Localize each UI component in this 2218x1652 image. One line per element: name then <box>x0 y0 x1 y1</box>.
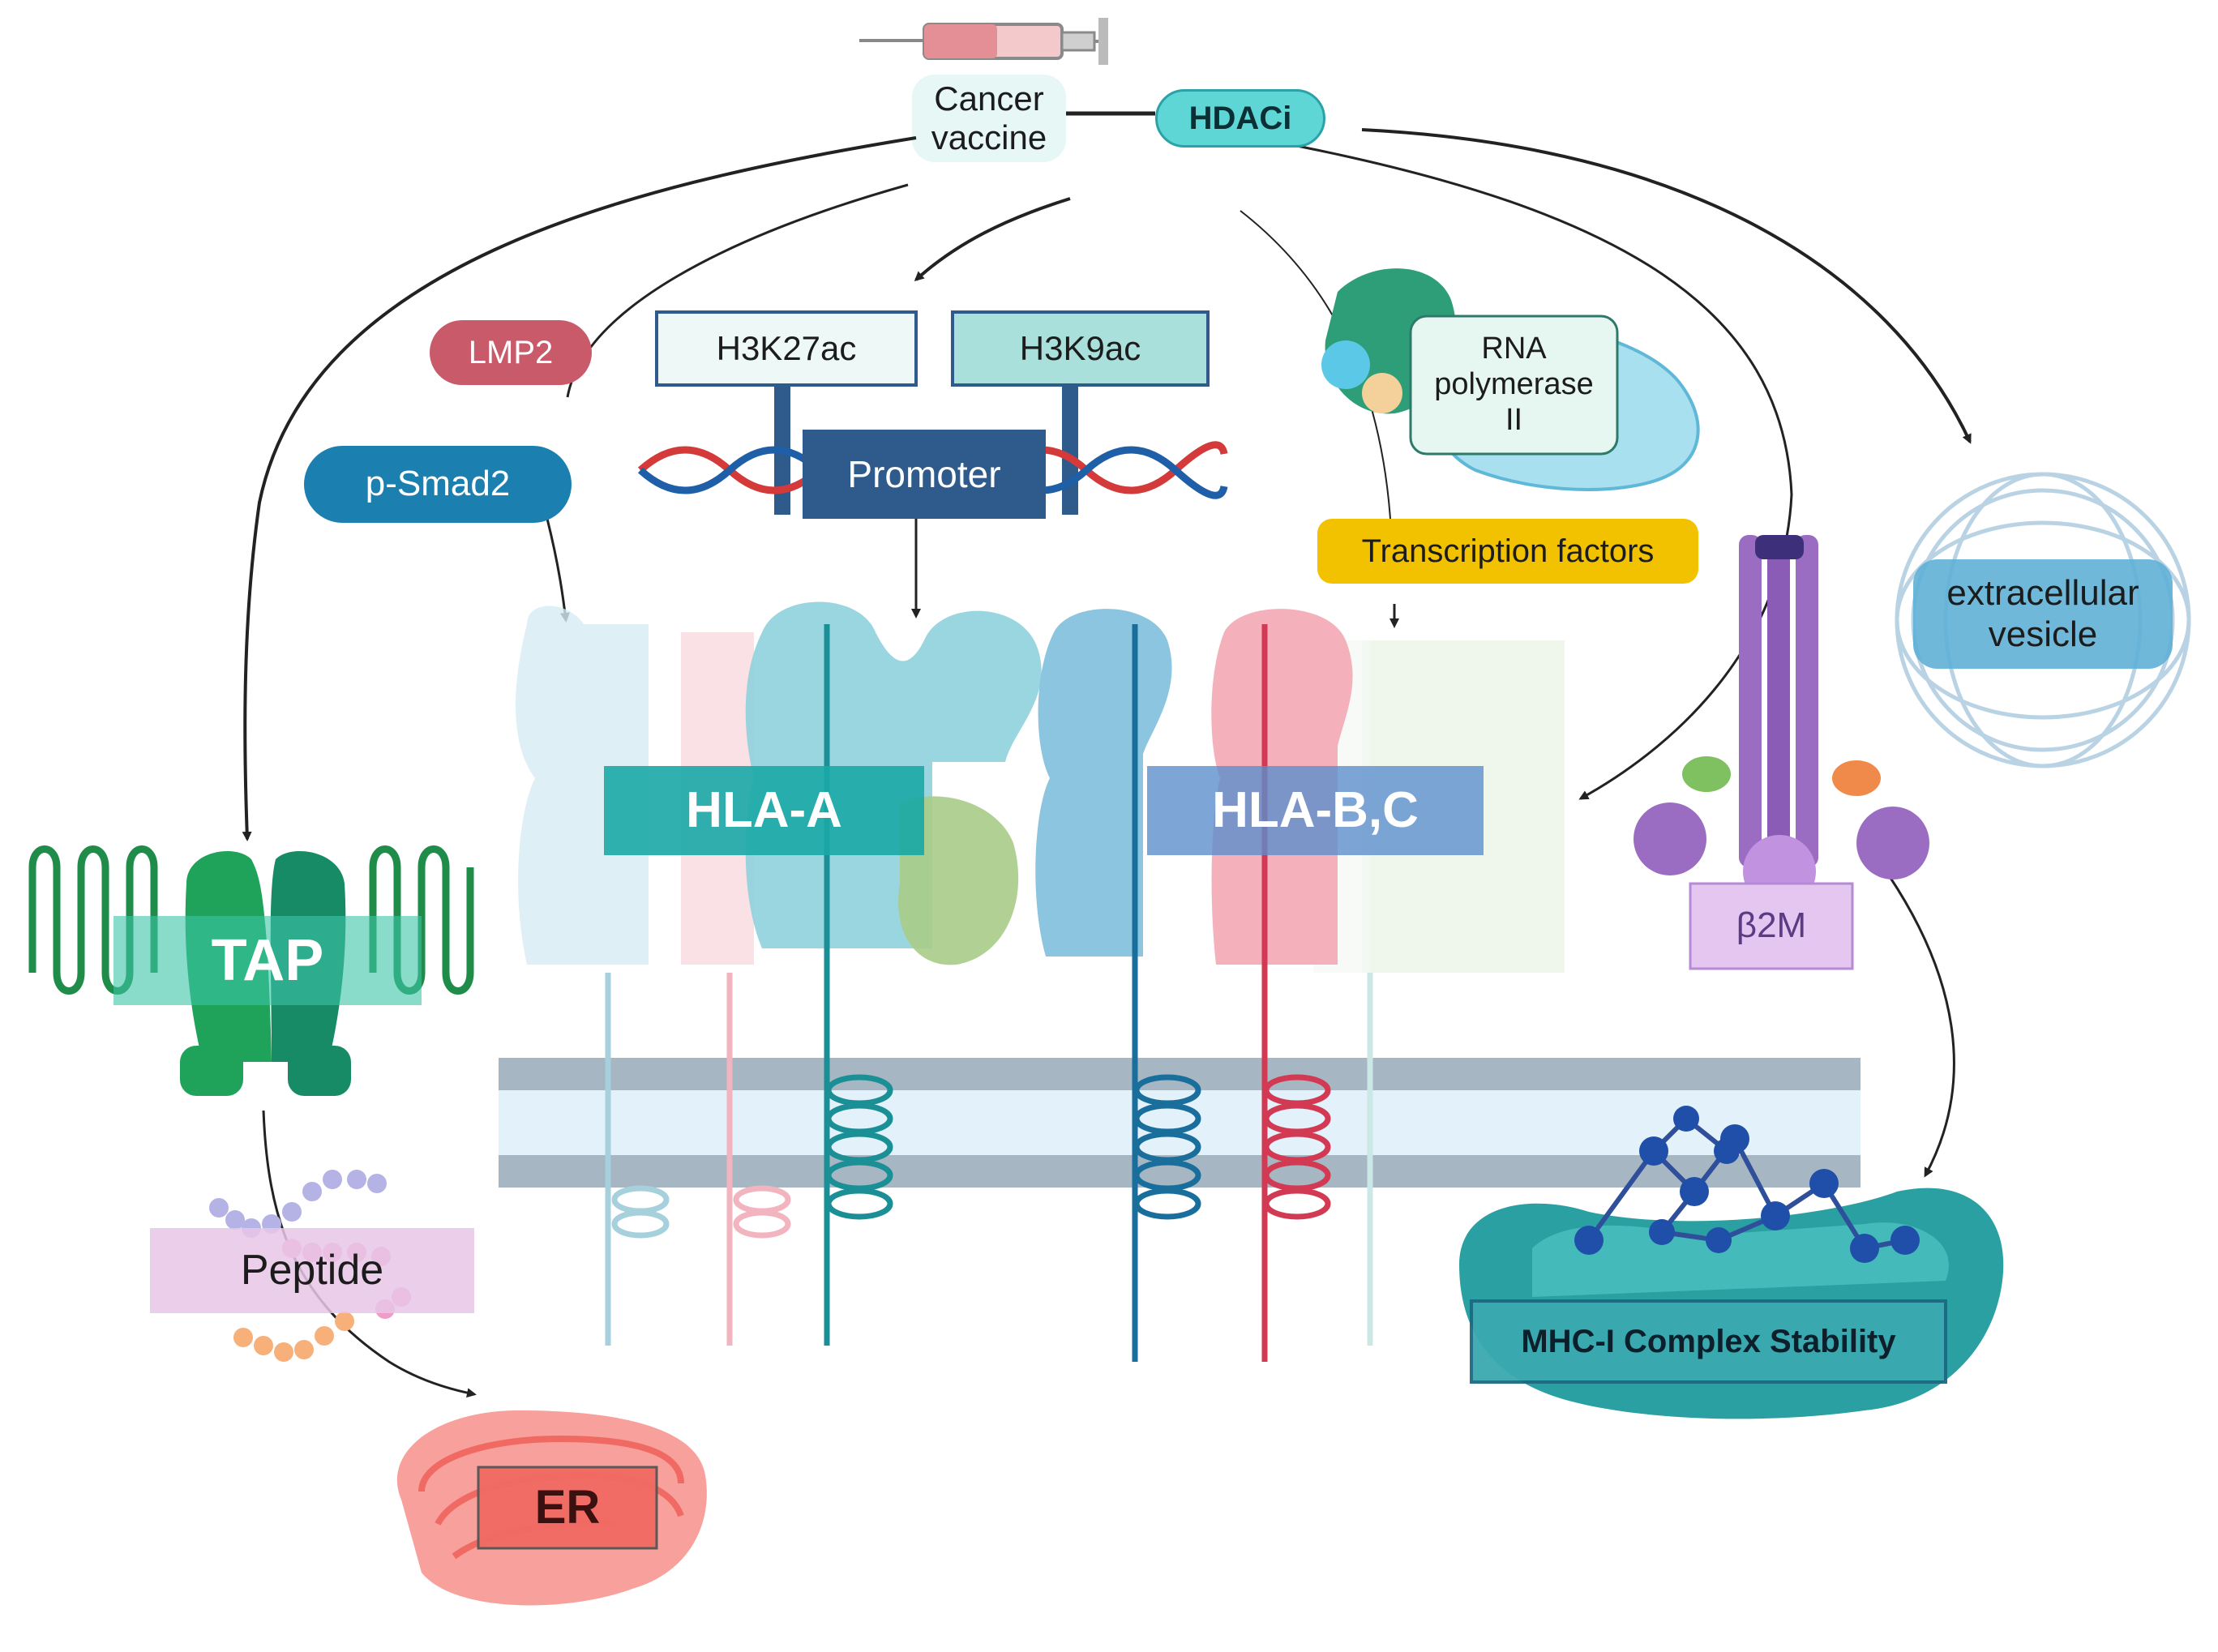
arrow-to-tap <box>242 136 917 841</box>
hla-molecules <box>516 601 1565 1362</box>
histone-stalk-right <box>1062 385 1078 515</box>
extracellular-vesicle-label: extracellular vesicle <box>1946 572 2139 654</box>
b2m-complex-icon <box>1634 535 1929 970</box>
tap-icon <box>28 845 474 1096</box>
hla-a-box <box>604 766 924 855</box>
h3k9ac-box <box>951 310 1210 387</box>
mhc-complex-icon <box>1459 1106 2004 1419</box>
arrow-to-extracellular-vesicle <box>1361 128 1972 444</box>
arrow-to-histones <box>914 197 1071 282</box>
b2m-label: β2M <box>1736 905 1807 946</box>
h3k9ac-label: H3K9ac <box>1019 328 1141 367</box>
h3k27ac-label: H3K27ac <box>716 328 857 367</box>
arrow-p-smad2-to-hla <box>546 518 570 623</box>
mhc-stability-label: MHC-I Complex Stability <box>1521 1324 1896 1359</box>
arrow-b2m-to-mhc <box>1887 875 1955 1178</box>
tap-label: TAP <box>211 927 324 993</box>
promoter-box <box>803 430 1046 519</box>
rna-polymerase-label: RNA polymerase II <box>1434 332 1594 437</box>
promoter-label: Promoter <box>847 452 1001 495</box>
hla-bc-label: HLA-B,C <box>1212 782 1419 839</box>
lmp2-label: LMP2 <box>430 320 592 385</box>
extracellular-vesicle-box <box>1913 559 2173 669</box>
transcription-factors-label: Transcription factors <box>1317 519 1698 584</box>
syringe-icon <box>859 18 1108 65</box>
er-label: ER <box>534 1480 601 1534</box>
er-icon <box>396 1410 707 1606</box>
cancer-vaccine-label: Cancer vaccine <box>931 79 1047 156</box>
peptide-icon <box>150 1170 474 1362</box>
hdaci-label: HDACi <box>1155 89 1325 148</box>
arrow-to-hla-bc <box>1296 144 1793 800</box>
p-smad2-label: p-Smad2 <box>304 446 572 523</box>
peptide-label: Peptide <box>240 1246 384 1294</box>
hla-a-label: HLA-A <box>686 782 842 839</box>
cancer-vaccine-box <box>912 75 1066 162</box>
rna-polymerase-icon <box>1321 268 1700 491</box>
hla-bc-box <box>1147 766 1484 855</box>
